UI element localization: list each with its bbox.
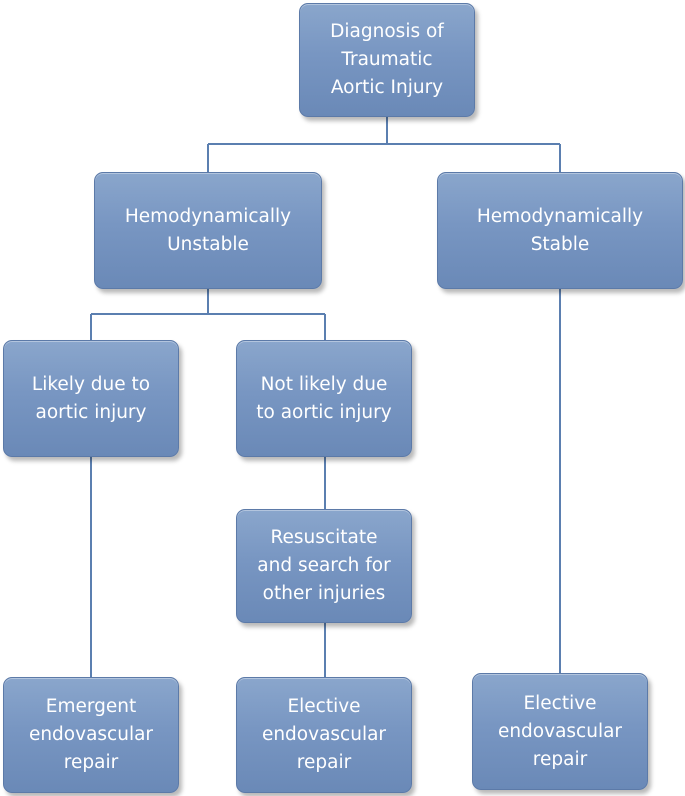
node-emergent-endovascular-repair: Emergent endovascular repair	[3, 677, 179, 793]
node-not-likely-aortic-injury: Not likely due to aortic injury	[236, 340, 412, 457]
node-elective-repair-unstable-branch: Elective endovascular repair	[236, 677, 412, 793]
node-diagnosis-traumatic-aortic-injury: Diagnosis of Traumatic Aortic Injury	[299, 3, 475, 117]
node-hemodynamically-unstable: Hemodynamically Unstable	[94, 172, 322, 289]
node-likely-aortic-injury: Likely due to aortic injury	[3, 340, 179, 457]
node-elective-repair-stable-branch: Elective endovascular repair	[472, 673, 648, 790]
node-hemodynamically-stable: Hemodynamically Stable	[437, 172, 683, 289]
node-resuscitate-search: Resuscitate and search for other injurie…	[236, 509, 412, 623]
